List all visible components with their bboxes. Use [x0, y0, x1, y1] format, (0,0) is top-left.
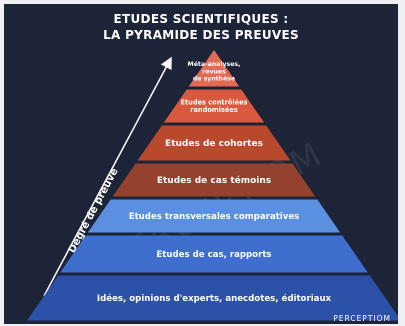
title-line-1: ETUDES SCIENTIFIQUES :	[113, 12, 289, 26]
pyramid-tier-4	[112, 163, 316, 197]
evidence-degree-arrow	[43, 56, 172, 297]
pyramid-tier-5	[87, 199, 341, 233]
pyramid-infographic: ETUDES SCIENTIFIQUES : LA PYRAMIDE DES P…	[4, 4, 398, 324]
tier-6-label-line-1: Etudes de cas, rapports	[156, 250, 271, 260]
tier-7-label-line-1: Idées, opinions d'experts, anecdotes, éd…	[97, 293, 332, 304]
pyramid-tier-1	[188, 50, 240, 87]
tier-2-label-line-1: Etudes contrôlées	[181, 99, 248, 107]
tier-1-label-line-1: Méta-analyses,	[188, 60, 241, 68]
pyramid-tier-7	[27, 275, 398, 321]
tier-1-label-line-3: de synthèse	[193, 74, 235, 82]
brand-logo-text: PERCEPTIOM	[333, 314, 391, 323]
tier-2-label-line-2: randomisées	[190, 106, 238, 114]
tier-1-label-line-2: revues	[202, 68, 226, 75]
tier-3-label-line-1: Etudes de cohortes	[165, 139, 263, 149]
pyramid-tier-3	[137, 125, 291, 161]
tier-5-label-line-1: Etudes transversales comparatives	[129, 212, 300, 222]
pyramid-tier-2	[163, 89, 265, 123]
title-line-2: LA PYRAMIDE DES PREUVES	[103, 28, 299, 42]
evidence-pyramid: PERCEPTIOM Degré de preuve Méta-analyses…	[27, 50, 398, 323]
tier-4-label-line-1: Etudes de cas témoins	[157, 175, 271, 186]
pyramid-tier-6	[60, 235, 368, 273]
